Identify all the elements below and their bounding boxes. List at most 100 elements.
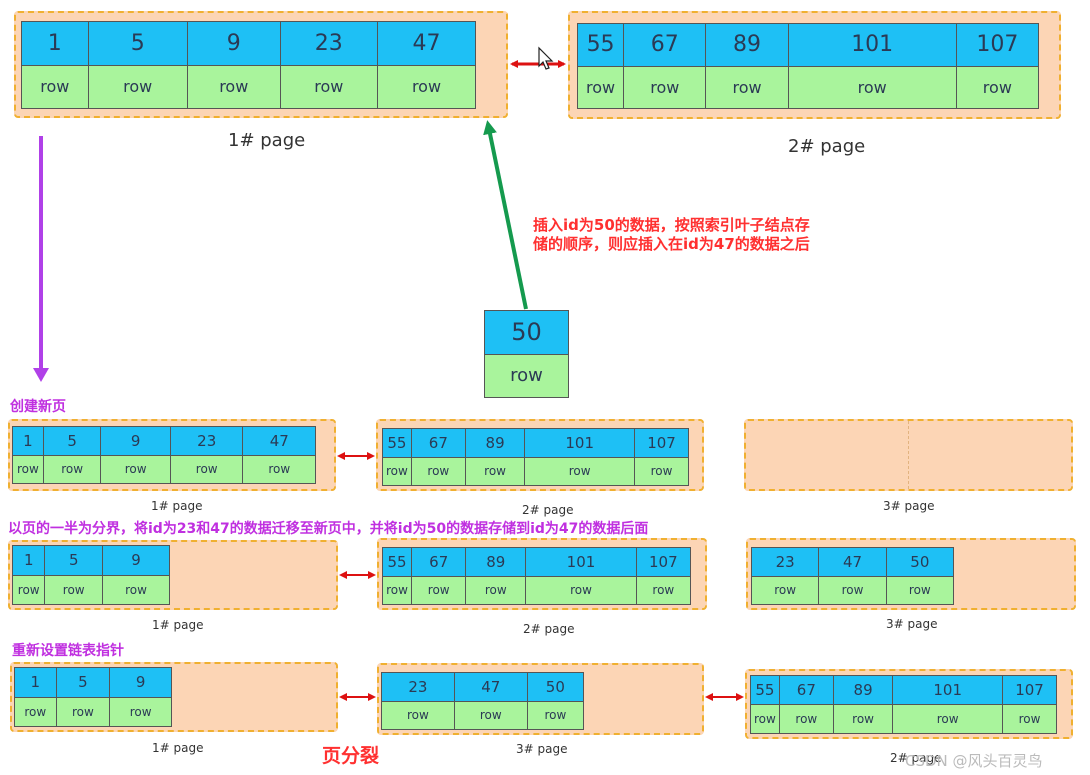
record-row-cell: row xyxy=(751,705,779,733)
insert-annotation-line-2: 储的顺序，则应插入在id为47的数据之后 xyxy=(533,235,810,253)
record-key-cell: 23 xyxy=(170,427,243,455)
record-row-cell: row xyxy=(383,576,412,604)
new-record-row: row xyxy=(485,354,568,397)
step1-page-2-label: 2# page xyxy=(522,503,574,517)
record-key-cell: 5 xyxy=(43,427,101,455)
record-key-cell: 55 xyxy=(383,429,411,457)
record-row-cell: row xyxy=(377,65,475,108)
record-row-cell: row xyxy=(243,455,315,483)
record-key-cell: 47 xyxy=(819,548,886,576)
record-row-cell: row xyxy=(779,705,833,733)
step-1-title: 创建新页 xyxy=(10,399,66,415)
record-key-cell: 47 xyxy=(454,673,527,701)
record-row-cell: row xyxy=(624,66,706,108)
record-row-cell: row xyxy=(187,65,280,108)
record-key-cell: 89 xyxy=(466,548,526,576)
record-row-cell: row xyxy=(578,66,624,108)
record-key-cell: 89 xyxy=(706,24,788,66)
record-row-cell: row xyxy=(466,576,526,604)
record-row-cell: row xyxy=(752,576,819,604)
record-row-cell: row xyxy=(170,455,243,483)
record-row-cell: row xyxy=(88,65,187,108)
record-key-cell: 101 xyxy=(526,548,636,576)
step1-page-3-label: 3# page xyxy=(883,499,935,513)
record-key-cell: 55 xyxy=(383,548,412,576)
record-key-cell: 89 xyxy=(833,676,893,704)
record-key-cell: 107 xyxy=(1003,676,1056,704)
record-key-cell: 9 xyxy=(101,427,170,455)
record-key-cell: 67 xyxy=(411,429,465,457)
record-row-cell: row xyxy=(706,66,788,108)
record-row-cell: row xyxy=(635,457,688,485)
record-row-cell: row xyxy=(833,705,893,733)
record-key-cell: 9 xyxy=(110,668,171,697)
record-key-cell: 107 xyxy=(635,429,688,457)
record-row-cell: row xyxy=(411,457,465,485)
record-row-cell: row xyxy=(43,455,101,483)
record-row-cell: row xyxy=(22,65,88,108)
record-row-cell: row xyxy=(1003,705,1056,733)
mouse-cursor-icon xyxy=(538,46,554,70)
step2-page-2-label: 2# page xyxy=(523,622,575,636)
record-key-cell: 23 xyxy=(280,22,377,65)
record-key-cell: 55 xyxy=(578,24,624,66)
new-record-50: 50 row xyxy=(484,310,569,398)
record-key-cell: 1 xyxy=(15,668,56,697)
record-row-cell: row xyxy=(15,697,56,726)
record-key-cell: 47 xyxy=(377,22,475,65)
record-row-cell: row xyxy=(280,65,377,108)
record-row-cell: row xyxy=(56,697,110,726)
record-key-cell: 67 xyxy=(779,676,833,704)
record-row-cell: row xyxy=(788,66,956,108)
step3-page-3-label: 3# page xyxy=(516,742,568,756)
record-row-cell: row xyxy=(465,457,525,485)
insert-annotation-line-1: 插入id为50的数据，按照索引叶子结点存 xyxy=(533,216,810,234)
record-key-cell: 50 xyxy=(886,548,953,576)
record-key-cell: 1 xyxy=(22,22,88,65)
step2-page-1-label: 1# page xyxy=(152,618,204,632)
record-row-cell: row xyxy=(454,701,527,729)
step3-page-1-label: 1# page xyxy=(152,741,204,755)
record-row-cell: row xyxy=(636,576,690,604)
record-row-cell: row xyxy=(13,575,45,604)
step-3-title: 重新设置链表指针 xyxy=(12,643,124,659)
record-row-cell: row xyxy=(110,697,171,726)
insert-arrow xyxy=(483,120,528,310)
record-row-cell: row xyxy=(527,701,583,729)
record-row-cell: row xyxy=(525,457,635,485)
record-key-cell: 67 xyxy=(624,24,706,66)
record-key-cell: 107 xyxy=(636,548,690,576)
record-row-cell: row xyxy=(45,575,102,604)
record-key-cell: 1 xyxy=(13,427,43,455)
record-row-cell: row xyxy=(819,576,886,604)
record-key-cell: 23 xyxy=(382,673,454,701)
record-row-cell: row xyxy=(383,457,411,485)
page-split-title: 页分裂 xyxy=(322,745,380,767)
top-page-2-label: 2# page xyxy=(788,136,866,157)
record-key-cell: 55 xyxy=(751,676,779,704)
record-key-cell: 5 xyxy=(88,22,187,65)
record-row-cell: row xyxy=(526,576,636,604)
record-key-cell: 9 xyxy=(103,546,169,575)
top-page-1-label: 1# page xyxy=(228,130,306,151)
record-key-cell: 107 xyxy=(956,24,1038,66)
record-key-cell: 67 xyxy=(412,548,466,576)
record-row-cell: row xyxy=(13,455,43,483)
record-key-cell: 5 xyxy=(45,546,102,575)
watermark: CSDN @风头百灵鸟 xyxy=(905,752,1043,770)
new-record-key: 50 xyxy=(485,311,568,354)
record-key-cell: 89 xyxy=(465,429,525,457)
step3-page-2-label: 2# page xyxy=(890,751,942,765)
record-row-cell: row xyxy=(412,576,466,604)
record-row-cell: row xyxy=(103,575,169,604)
record-key-cell: 50 xyxy=(527,673,583,701)
